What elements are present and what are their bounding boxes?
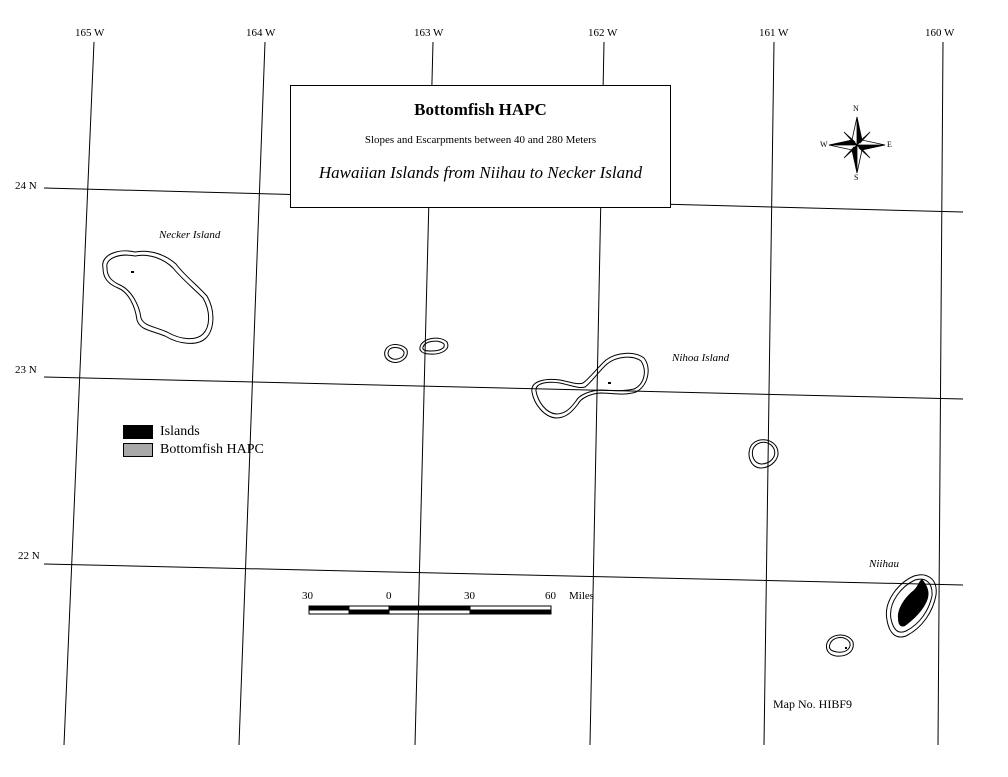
kaula-land [845,647,847,649]
title-box: Bottomfish HAPC Slopes and Escarpments b… [290,85,671,208]
scale-label-unit: Miles [569,590,595,602]
scale-label-0: 0 [386,590,392,602]
lon-label-162w: 162 W [588,27,618,39]
compass-rose [828,116,886,174]
legend-label-hapc: Bottomfish HAPC [160,442,264,457]
nihoa-island-label: Nihoa Island [672,352,730,364]
legend-item-islands: Islands [123,424,200,439]
niihau-label: Niihau [869,558,899,570]
scale-label-60: 60 [545,590,556,602]
niihau-land [897,579,929,627]
lon-label-160w: 160 W [925,27,955,39]
lon-label-165w: 165 W [75,27,105,39]
scale-bar [308,605,552,615]
compass-east: E [887,140,892,149]
compass-north: N [853,104,859,113]
nihoa-island-hapc [531,352,649,419]
legend-item-hapc: Bottomfish HAPC [123,442,264,457]
small-bank-1 [384,344,408,363]
compass-west: W [820,140,828,149]
legend-label-islands: Islands [160,424,200,439]
map-number: Map No. HIBF9 [773,697,853,711]
necker-island-land [131,271,134,273]
lat-label-23n: 23 N [15,364,37,376]
compass-south: S [854,173,859,182]
small-bank-2 [419,337,449,355]
nihoa-island-land [608,382,611,384]
scale-label-30-left: 30 [302,590,313,602]
lon-label-161w: 161 W [759,27,789,39]
map-region: Hawaiian Islands from Niihau to Necker I… [318,163,643,182]
parallel-lines [43,187,964,586]
lat-label-24n: 24 N [15,180,37,192]
lon-label-163w: 163 W [414,27,444,39]
small-bank-3 [748,439,779,469]
scale-label-30: 30 [464,590,475,602]
niihau-hapc [885,574,937,638]
map-title: Bottomfish HAPC [414,100,547,119]
lon-label-164w: 164 W [246,27,276,39]
necker-island-label: Necker Island [159,229,221,241]
kaula-bank [826,634,854,657]
necker-island-hapc [102,250,214,344]
map-subtitle: Slopes and Escarpments between 40 and 28… [364,134,597,146]
legend-swatch-hapc [123,443,153,457]
lat-label-22n: 22 N [18,550,40,562]
legend-swatch-islands [123,425,153,439]
